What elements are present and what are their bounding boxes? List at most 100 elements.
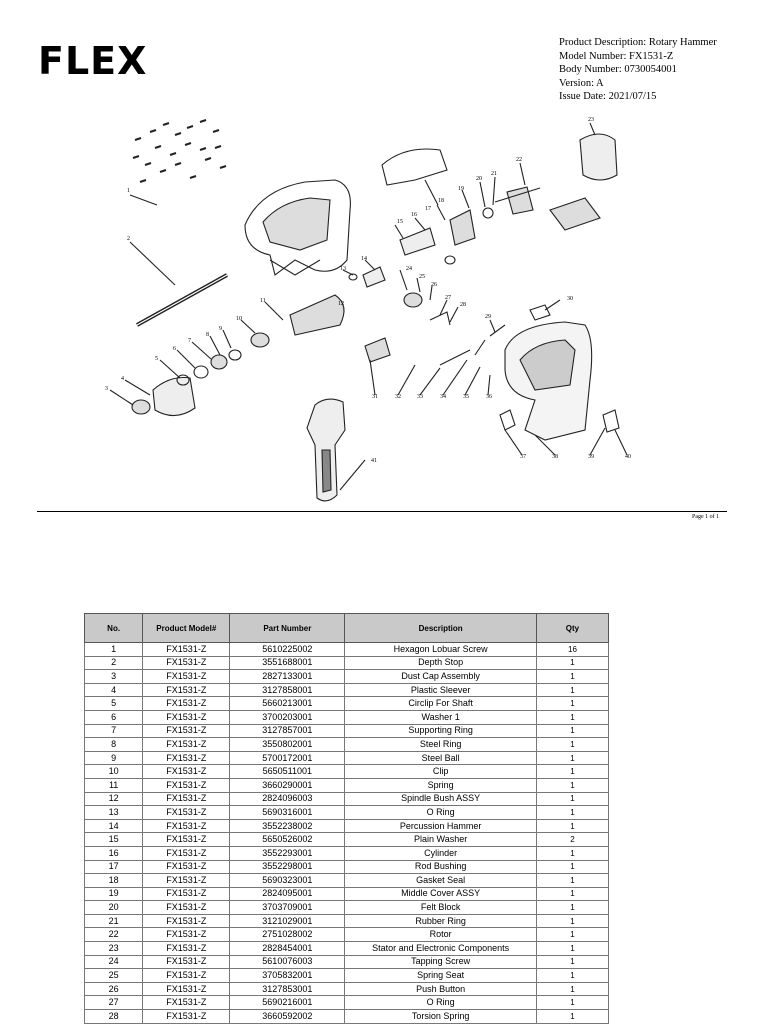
callout-label: 37 [520,454,526,460]
cell-part-number: 3552298001 [229,859,346,875]
cell-product-model: FX1531-Z [142,941,231,956]
cell-product-model: FX1531-Z [142,832,231,847]
column-header-description: Description [344,613,537,643]
front-cap-drawing [131,399,151,415]
cell-part-number: 3121029001 [229,913,346,929]
cell-product-model: FX1531-Z [142,927,231,943]
cell-qty: 1 [535,750,610,766]
cell-description: Push Button [344,981,537,997]
cell-description: Rotor [344,927,537,943]
cell-part-number: 2828454001 [229,941,346,956]
screw-drawing [159,169,167,173]
screw-drawing [214,145,222,149]
cell-part-number: 3127857001 [229,723,346,739]
cell-product-model: FX1531-Z [142,886,231,902]
screw-drawing [219,165,227,169]
cell-product-model: FX1531-Z [142,655,231,671]
cell-part-number: 3660290001 [229,777,346,793]
screw-group [132,119,227,183]
callout-label: 30 [567,296,573,302]
callout-label: 5 [155,356,158,362]
cell-qty: 1 [535,968,610,983]
callout-label: 13 [340,266,346,272]
cell-qty: 1 [535,941,610,956]
cell-qty: 1 [535,696,610,711]
cell-no: 26 [83,981,144,997]
cell-qty: 1 [535,927,610,943]
cell-part-number: 2751028002 [229,927,346,943]
cylinder-drawing [399,227,436,256]
screw-drawing [204,157,212,161]
cell-part-number: 3127853001 [229,981,346,997]
cell-qty: 1 [535,682,610,698]
dust-cap-drawing [152,376,196,417]
cell-no: 20 [83,900,144,915]
callout-label: 8 [206,332,209,338]
cell-no: 2 [83,655,144,671]
screw-drawing [144,162,152,166]
cell-product-model: FX1531-Z [142,859,231,875]
upper-housing-drawing [244,179,351,276]
callout-label: 28 [460,302,466,308]
screw-drawing [174,162,182,166]
cell-no: 15 [83,832,144,847]
cell-no: 23 [83,941,144,956]
column-header-product-model: Product Model# [142,613,231,643]
screw-drawing [154,145,162,149]
gasket-seal-drawing [381,148,448,186]
parts-table: No. Product Model# Part Number Descripti… [83,613,610,1024]
callout-label: 22 [516,157,522,163]
callout-label: 33 [417,394,423,400]
cell-description: Washer 1 [344,709,537,725]
cell-description: Plastic Sleever [344,682,537,698]
callout-label: 4 [121,376,124,382]
screw-drawing [162,122,170,126]
callout-label: 20 [476,176,482,182]
meta-body-number: Body Number: 0730054001 [559,64,677,75]
cell-part-number: 5650511001 [229,764,346,779]
cell-part-number: 3700203001 [229,709,346,725]
cell-qty: 1 [535,723,610,739]
cell-product-model: FX1531-Z [142,682,231,698]
cell-description: Clip [344,764,537,779]
cell-product-model: FX1531-Z [142,845,231,861]
callout-label: 11 [260,298,266,304]
cell-part-number: 3705832001 [229,968,346,983]
cell-product-model: FX1531-Z [142,764,231,779]
column-header-no: No. [83,613,144,643]
callout-label: 21 [491,171,497,177]
callout-label: 19 [458,186,464,192]
cell-part-number: 3551688001 [229,655,346,671]
cell-part-number: 5690316001 [229,805,346,820]
cell-description: Rod Bushing [344,859,537,875]
callout-label: 3 [105,386,108,392]
cell-qty: 2 [535,832,610,847]
cell-qty: 1 [535,845,610,861]
callout-label: 26 [431,282,437,288]
cell-qty: 1 [535,805,610,820]
cell-no: 4 [83,682,144,698]
cell-part-number: 3127858001 [229,682,346,698]
cell-part-number: 5610225002 [229,642,346,657]
callout-label: 6 [173,346,176,352]
cell-part-number: 3550802001 [229,737,346,752]
screw-drawing [149,129,157,133]
